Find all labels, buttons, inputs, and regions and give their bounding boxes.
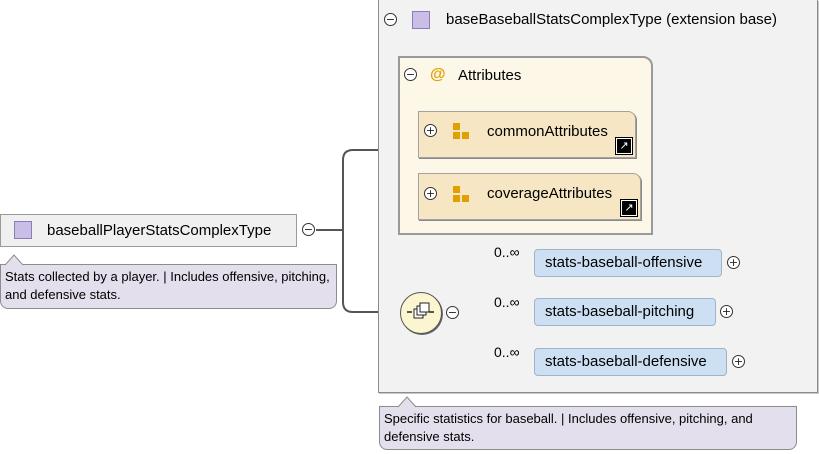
multiplicity-label: 0..∞ bbox=[494, 294, 520, 310]
reference-link-icon[interactable]: ↗ bbox=[615, 137, 633, 155]
element-stats-baseball-offensive[interactable]: stats-baseball-offensive bbox=[534, 249, 722, 277]
player-type-collapse-button[interactable]: − bbox=[302, 223, 315, 236]
attribute-group-icon bbox=[453, 186, 473, 206]
complex-type-icon bbox=[14, 221, 32, 239]
note-pointer bbox=[398, 396, 417, 408]
expand-button[interactable]: + bbox=[727, 256, 740, 269]
attribute-group-icon bbox=[453, 123, 473, 143]
base-type-note: Specific statistics for baseball. | Incl… bbox=[379, 406, 797, 450]
element-stats-baseball-pitching[interactable]: stats-baseball-pitching bbox=[534, 298, 716, 326]
attribute-at-icon: @ bbox=[430, 66, 446, 83]
expand-button[interactable]: + bbox=[720, 305, 733, 318]
element-stats-baseball-defensive[interactable]: stats-baseball-defensive bbox=[534, 348, 727, 376]
player-type-box[interactable] bbox=[0, 214, 297, 247]
multiplicity-label: 0..∞ bbox=[494, 244, 520, 260]
expand-button[interactable]: + bbox=[732, 355, 745, 368]
multiplicity-label: 0..∞ bbox=[494, 344, 520, 360]
expand-button[interactable]: + bbox=[424, 124, 437, 137]
complex-type-icon bbox=[412, 11, 430, 29]
attribute-group-label: commonAttributes bbox=[487, 123, 608, 140]
attribute-group-label: coverageAttributes bbox=[487, 185, 613, 202]
base-type-collapse-button[interactable]: − bbox=[384, 13, 397, 26]
expand-button[interactable]: + bbox=[424, 187, 437, 200]
player-type-label: baseballPlayerStatsComplexType bbox=[47, 222, 272, 239]
reference-link-icon[interactable]: ↗ bbox=[620, 199, 638, 217]
attributes-collapse-button[interactable]: − bbox=[404, 68, 417, 81]
sequence-collapse-button[interactable]: − bbox=[446, 306, 459, 319]
note-pointer bbox=[5, 254, 24, 266]
sequence-icon bbox=[407, 302, 434, 319]
attributes-title: Attributes bbox=[458, 67, 522, 84]
base-type-title: baseBaseballStatsComplexType (extension … bbox=[446, 11, 778, 28]
player-type-note: Stats collected by a player. | Includes … bbox=[0, 264, 337, 309]
